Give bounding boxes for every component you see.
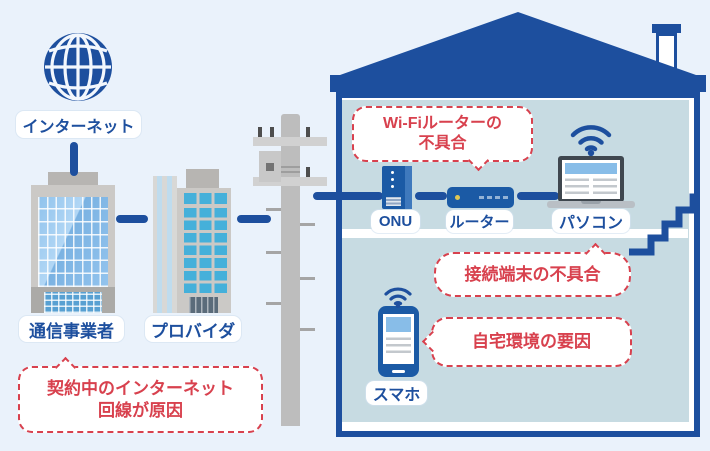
wifi-icon xyxy=(570,125,612,156)
pc-base-notch xyxy=(581,201,601,204)
wifi-icon xyxy=(384,287,412,308)
onu-device xyxy=(382,166,412,209)
pc-label: パソコン xyxy=(552,209,630,233)
pole-step-peg xyxy=(266,208,281,211)
callout-home-environment: 自宅環境の要因 xyxy=(421,317,632,367)
provider-windows xyxy=(181,208,227,296)
phone-screen-header xyxy=(386,317,411,332)
pole-transformer-vent xyxy=(266,163,274,171)
connector-provider-pole xyxy=(237,215,271,223)
router-port xyxy=(503,196,508,199)
provider-entrance xyxy=(189,297,218,313)
connector-carrier-provider xyxy=(116,215,148,223)
carrier-rooftop-box xyxy=(48,172,98,185)
pole-crossarm xyxy=(253,137,327,146)
connector-router-pc xyxy=(517,192,559,200)
callout-line: 不具合 xyxy=(418,135,467,152)
stairs xyxy=(629,193,698,256)
provider-label-text: プロバイダ xyxy=(150,321,236,341)
internet-label: インターネット xyxy=(16,111,141,138)
router-port xyxy=(479,196,484,199)
onu-led xyxy=(391,171,394,174)
pole-step-peg xyxy=(300,223,315,226)
roof xyxy=(330,12,706,92)
callout-device-issue: 接続端末の不具合 xyxy=(434,242,631,297)
chimney-cap xyxy=(652,24,681,33)
phone-label: スマホ xyxy=(366,381,427,405)
connector-pole-onu xyxy=(313,192,383,200)
onu-vent xyxy=(386,197,401,206)
pc-screen xyxy=(558,156,624,202)
carrier-label: 通信事業者 xyxy=(19,316,124,342)
provider-header-windows xyxy=(181,193,227,204)
callout-line: 接続端末の不具合 xyxy=(464,264,601,284)
router-label: ルーター xyxy=(446,210,513,233)
router-port xyxy=(487,196,492,199)
pole-step-peg xyxy=(300,277,315,280)
pc-label-text: パソコン xyxy=(558,215,623,232)
provider-label: プロバイダ xyxy=(145,316,241,342)
phone-screen xyxy=(383,314,414,364)
pole-insulator xyxy=(306,127,310,137)
router-label-text: ルーター xyxy=(449,214,510,231)
carrier-entrance xyxy=(44,292,102,313)
connector-onu-router xyxy=(415,192,447,200)
pole-band xyxy=(281,166,300,168)
callout-wifi-router-issue: Wi-Fiルーターの 不具合 xyxy=(352,106,533,172)
pc-screen-textlines xyxy=(593,178,617,194)
floor-divider xyxy=(342,229,688,238)
provider-rooftop-box xyxy=(186,169,219,188)
pole-band xyxy=(281,171,300,173)
globe-icon xyxy=(44,33,112,101)
pc-screen-header xyxy=(565,163,617,174)
callout-line: 契約中のインターネット xyxy=(47,379,234,399)
pc-base xyxy=(547,201,635,208)
callout-contract-line-cause: 契約中のインターネット 回線が原因 xyxy=(18,356,263,433)
onu-led xyxy=(391,185,394,188)
phone-screen-textlines xyxy=(386,336,411,353)
onu-label: ONU xyxy=(371,210,420,233)
pole-insulator xyxy=(270,127,274,137)
router-port xyxy=(495,196,500,199)
connector-internet-carrier xyxy=(70,142,78,176)
onu-label-text: ONU xyxy=(378,213,413,230)
onu-side-panel xyxy=(405,166,412,209)
phone-home-bar xyxy=(392,370,405,373)
carrier-label-text: 通信事業者 xyxy=(29,321,114,341)
router-led xyxy=(455,195,460,200)
internet-label-text: インターネット xyxy=(22,118,135,136)
pole-insulator xyxy=(258,127,262,137)
router-device xyxy=(447,187,514,208)
phone-label-text: スマホ xyxy=(372,387,421,404)
pole-shaft xyxy=(281,114,300,426)
provider-left-tower xyxy=(153,176,177,313)
phone-device xyxy=(378,306,419,377)
callout-line: 回線が原因 xyxy=(98,400,183,420)
pole-step-peg xyxy=(266,302,281,305)
carrier-glass-facade xyxy=(38,197,108,287)
pole-crossarm xyxy=(253,177,327,186)
callout-line: Wi-Fiルーターの xyxy=(383,115,502,132)
pole-step-peg xyxy=(266,251,281,254)
pole-step-peg xyxy=(300,328,315,331)
onu-led xyxy=(391,178,394,181)
pole-insulator xyxy=(306,167,310,177)
callout-line: 自宅環境の要因 xyxy=(472,332,591,352)
pc-screen-textlines xyxy=(565,178,589,194)
